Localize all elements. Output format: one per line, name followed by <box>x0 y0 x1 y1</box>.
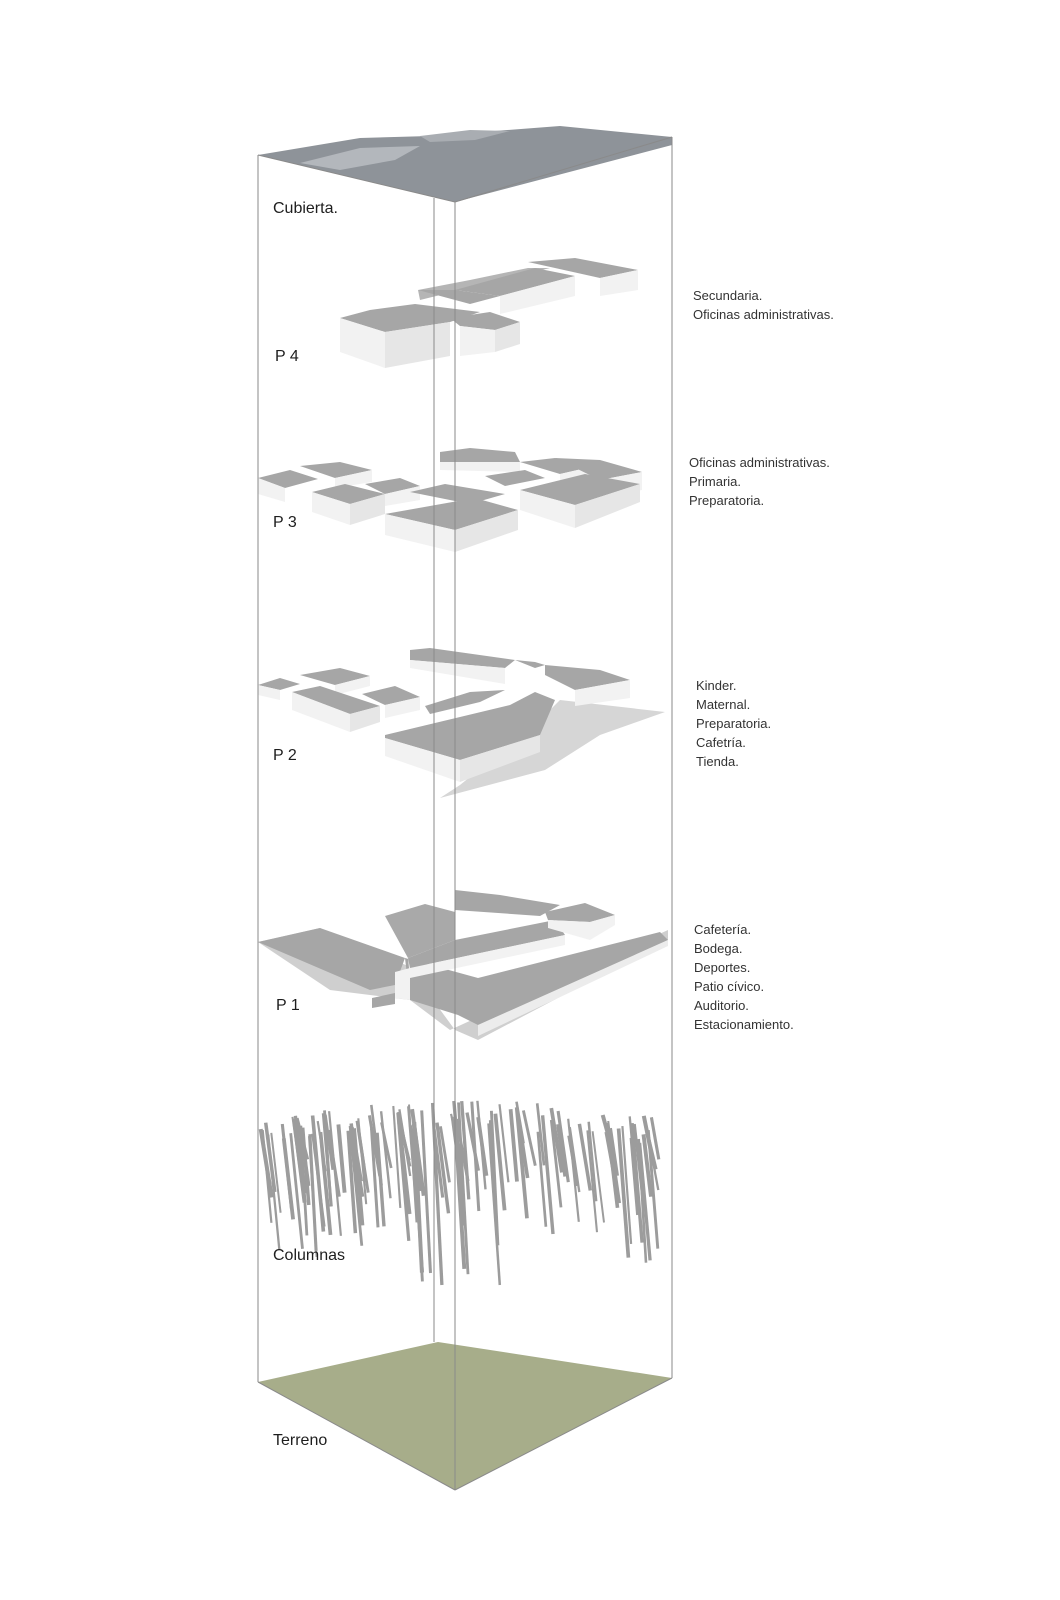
use-item: Maternal. <box>696 697 751 712</box>
level-p2-slab <box>258 648 665 798</box>
level-p3-slab <box>258 448 642 552</box>
column <box>536 1131 548 1227</box>
column <box>556 1110 570 1183</box>
column <box>487 1123 502 1286</box>
label-p4: P 4 <box>275 348 299 365</box>
column <box>621 1126 633 1244</box>
use-item: Secundaria. <box>693 288 763 303</box>
column <box>308 1134 318 1251</box>
column <box>397 1121 412 1215</box>
use-item: Deportes. <box>694 960 751 975</box>
column <box>604 1131 616 1177</box>
use-item: Preparatoria. <box>696 716 772 731</box>
column <box>607 1130 622 1204</box>
column <box>348 1125 364 1246</box>
use-item: Estacionamiento. <box>694 1017 794 1032</box>
column <box>521 1110 537 1167</box>
column <box>336 1124 347 1193</box>
use-item: Oficinas administrativas. <box>693 307 834 322</box>
column <box>355 1120 366 1168</box>
column <box>567 1135 579 1187</box>
column <box>439 1126 451 1183</box>
column <box>280 1123 294 1209</box>
use-item: Cafetería. <box>694 922 752 937</box>
column <box>637 1138 648 1263</box>
bounding-frame <box>257 136 673 1491</box>
column <box>587 1121 598 1202</box>
column <box>323 1114 335 1171</box>
column <box>435 1122 451 1214</box>
column <box>316 1120 327 1172</box>
column <box>346 1130 358 1234</box>
label-p2: P 2 <box>273 747 297 764</box>
uses-p2: Kinder. Maternal. Preparatoria. Cafetría… <box>696 676 771 771</box>
level-p4-slab <box>340 258 638 368</box>
use-item: Oficinas administrativas. <box>689 455 830 470</box>
column <box>321 1113 333 1207</box>
column <box>408 1125 423 1192</box>
column <box>493 1113 507 1211</box>
uses-p1: Cafetería. Bodega. Deportes. Patio cívic… <box>694 920 794 1034</box>
column <box>498 1104 510 1183</box>
use-item: Tienda. <box>696 754 739 769</box>
column <box>420 1110 432 1274</box>
columns-group <box>258 1100 661 1286</box>
column <box>258 1128 274 1198</box>
column <box>460 1100 471 1200</box>
column <box>295 1117 310 1160</box>
label-p1: P 1 <box>276 997 300 1014</box>
column <box>392 1105 402 1208</box>
column <box>263 1122 277 1193</box>
column <box>299 1127 309 1236</box>
column <box>407 1106 418 1201</box>
label-p3: P 3 <box>273 514 297 531</box>
use-item: Kinder. <box>696 678 737 693</box>
column <box>352 1128 365 1226</box>
column <box>616 1128 631 1258</box>
label-terreno: Terreno <box>273 1432 328 1449</box>
column <box>518 1129 530 1179</box>
column <box>410 1108 426 1197</box>
uses-p4: Secundaria. Oficinas administrativas. <box>693 286 834 324</box>
column <box>270 1132 282 1213</box>
column <box>476 1116 489 1176</box>
use-item: Preparatoria. <box>689 493 765 508</box>
column <box>535 1103 546 1166</box>
level-p1-slab <box>258 890 668 1040</box>
use-item: Auditorio. <box>694 998 749 1013</box>
column <box>470 1101 481 1212</box>
column <box>454 1118 470 1182</box>
label-columnas: Columnas <box>273 1247 346 1264</box>
use-item: Bodega. <box>694 941 743 956</box>
column <box>289 1133 304 1249</box>
column <box>370 1104 383 1186</box>
column <box>489 1110 500 1246</box>
roof-plane <box>258 126 672 202</box>
use-item: Cafetría. <box>696 735 746 750</box>
use-item: Patio cívico. <box>694 979 765 994</box>
column <box>508 1109 519 1182</box>
column <box>630 1122 644 1243</box>
column <box>649 1117 661 1160</box>
column <box>327 1129 341 1197</box>
column <box>540 1115 555 1235</box>
uses-p3: Oficinas administrativas. Primaria. Prep… <box>689 453 830 510</box>
column <box>644 1123 658 1170</box>
column <box>641 1134 653 1197</box>
column <box>380 1122 393 1169</box>
use-item: Primaria. <box>689 474 742 489</box>
column <box>370 1128 380 1228</box>
terrain-plane <box>258 1342 672 1490</box>
column <box>310 1115 326 1232</box>
column <box>577 1123 593 1191</box>
column <box>514 1107 529 1219</box>
column <box>556 1124 567 1177</box>
column <box>549 1119 563 1208</box>
label-cubierta: Cubierta. <box>273 200 338 217</box>
column <box>549 1107 564 1173</box>
column <box>591 1131 605 1223</box>
column <box>586 1130 599 1233</box>
